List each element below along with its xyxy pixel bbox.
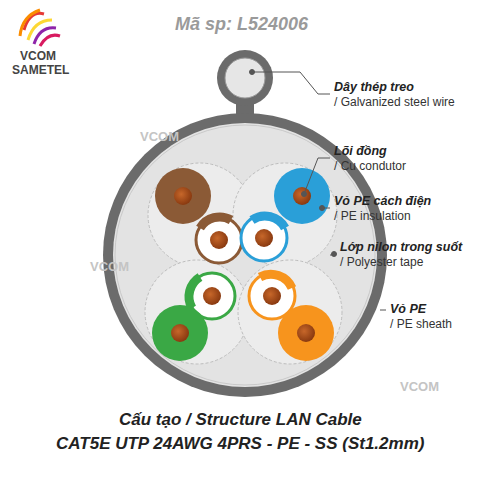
part-name-en: / PE sheath bbox=[390, 318, 452, 332]
copper-core bbox=[297, 324, 315, 342]
logo-text: SAMETEL bbox=[12, 64, 69, 78]
copper-core bbox=[255, 229, 273, 247]
leader-dot bbox=[320, 206, 325, 211]
copper-core bbox=[293, 187, 311, 205]
white-brown-wire bbox=[196, 217, 242, 263]
green-wire bbox=[152, 305, 208, 361]
watermark: VCOM bbox=[140, 130, 179, 145]
part-name-en: / Cu condutor bbox=[334, 160, 406, 174]
leader-dot bbox=[250, 70, 255, 75]
pair-tape bbox=[233, 163, 337, 267]
pe-sheath bbox=[103, 113, 387, 397]
copper-core bbox=[203, 287, 221, 305]
copper-core bbox=[210, 231, 228, 249]
part-name-en: / Galvanized steel wire bbox=[334, 96, 455, 110]
logo-mark bbox=[20, 10, 60, 46]
pair-tape bbox=[238, 260, 342, 364]
part-name-en: / PE insulation bbox=[334, 210, 411, 224]
part-name: Lớp nilon trong suốt bbox=[340, 240, 462, 254]
pair-tape bbox=[145, 260, 249, 364]
caption-line: CAT5E UTP 24AWG 4PRS - PE - SS (St1.2mm) bbox=[56, 434, 424, 454]
part-name: Lõi đồng bbox=[334, 144, 387, 158]
copper-core bbox=[174, 187, 192, 205]
blue-wire bbox=[274, 168, 330, 224]
logo-text: VCOM bbox=[20, 50, 56, 64]
watermark: VCOM bbox=[90, 260, 129, 275]
copper-core bbox=[171, 324, 189, 342]
leader-dot bbox=[332, 252, 337, 257]
copper-core bbox=[263, 287, 281, 305]
steel-wire bbox=[225, 58, 265, 98]
caption-line: Cấu tạo / Structure LAN Cable bbox=[119, 410, 362, 430]
part-name: Vỏ PE cách điện bbox=[334, 194, 431, 208]
product-code: Mã sp: L524006 bbox=[175, 14, 308, 35]
watermark: VCOM bbox=[400, 380, 439, 395]
part-name: Dây thép treo bbox=[334, 80, 414, 94]
white-blue-wire bbox=[241, 215, 287, 261]
steel-wire-sheath bbox=[217, 50, 273, 106]
part-name: Vỏ PE bbox=[390, 302, 426, 316]
leader-line bbox=[380, 310, 386, 311]
brown-wire bbox=[155, 168, 211, 224]
leader-line bbox=[252, 72, 330, 94]
orange-wire bbox=[278, 305, 334, 361]
part-name-en: / Polyester tape bbox=[340, 256, 423, 270]
leader-dot bbox=[302, 192, 307, 197]
leader-line bbox=[304, 158, 330, 194]
